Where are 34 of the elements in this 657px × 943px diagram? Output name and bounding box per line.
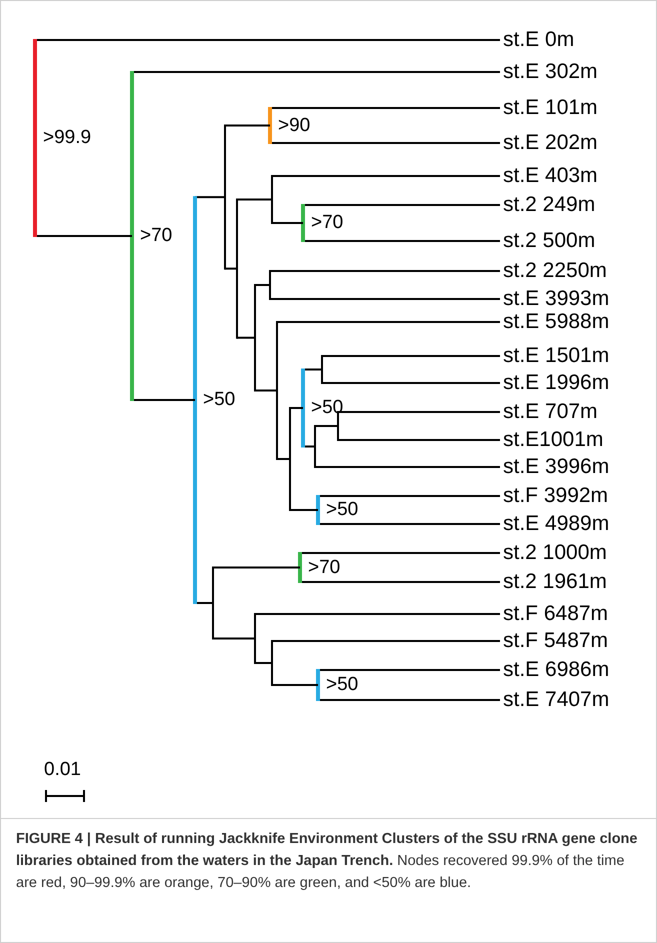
leaf-label: st.F 6487m [503, 603, 608, 624]
leaf-label: st.2 249m [503, 194, 596, 215]
leaf-label: st.E 0m [503, 29, 574, 50]
support-value: >99.9 [43, 128, 92, 147]
leaf-label: st.E 202m [503, 132, 598, 153]
scale-value: 0.01 [44, 760, 81, 779]
leaf-label: st.E 5988m [503, 311, 610, 332]
support-value: >70 [311, 213, 344, 232]
leaf-label: st.E 7407m [503, 689, 610, 710]
leaf-label: st.E 1996m [503, 372, 610, 393]
leaf-label: st.E 3993m [503, 288, 610, 309]
leaf-label: st.F 3992m [503, 485, 608, 506]
leaf-label: st.2 1961m [503, 571, 607, 592]
support-value: >70 [140, 226, 172, 246]
support-value: >50 [203, 390, 236, 410]
leaf-label: st.E1001m [503, 429, 604, 450]
leaf-label: st.2 1000m [503, 542, 607, 563]
support-value: >90 [278, 116, 310, 134]
leaf-label: st.E 6986m [503, 659, 610, 680]
leaf-label: st.E 3996m [503, 456, 610, 477]
leaf-label: st.E 403m [503, 165, 598, 186]
leaf-label: st.E 1501m [503, 345, 610, 366]
leaf-label: st.2 2250m [503, 260, 607, 281]
leaf-label: st.E 302m [503, 61, 598, 82]
figure-caption: FIGURE 4 | Result of running Jackknife Environment Clusters of the SSU rRNA gene clone libraries obtained from the waters in the Japan Trench. Nodes recovered 99.9% of the time are red, 90–99.9% are orange, 70–90% are green, and <50% are blue. [16, 830, 638, 893]
support-value: >70 [308, 558, 340, 576]
leaf-label: st.E 101m [503, 97, 598, 118]
support-value: >50 [326, 675, 358, 694]
leaf-label: st.E 707m [503, 401, 598, 422]
support-value: >50 [326, 500, 358, 519]
support-value: >50 [311, 398, 344, 417]
leaf-label: st.E 4989m [503, 513, 610, 534]
leaf-label: st.2 500m [503, 230, 596, 251]
leaf-label: st.F 5487m [503, 630, 608, 651]
